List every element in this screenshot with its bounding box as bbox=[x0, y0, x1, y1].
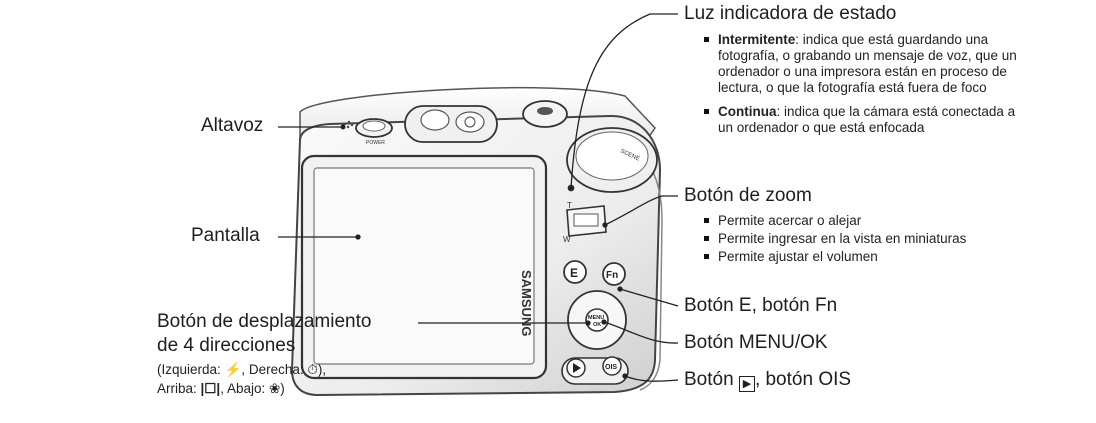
status-bullet-line: fotografía, o grabando un mensaje de voz… bbox=[718, 48, 1017, 63]
status-bullet-line: Continua: indica que la cámara está cone… bbox=[703, 104, 1016, 119]
nav-note-line2: Arriba: |☐|, Abajo: ❀) bbox=[157, 381, 285, 396]
status-bullet-line: un ordenador o que está enfocada bbox=[718, 120, 925, 135]
speaker-holes bbox=[343, 120, 354, 129]
timer-icon: ⏱ bbox=[307, 362, 318, 377]
display-icon: |☐| bbox=[200, 381, 221, 396]
ois-button bbox=[602, 356, 622, 376]
button-fn-label: Fn bbox=[606, 270, 618, 281]
label-nav-line2: de 4 direcciones bbox=[157, 335, 296, 356]
label-screen: Pantalla bbox=[191, 225, 260, 246]
button-e-label: E bbox=[570, 266, 578, 280]
ok-label: OK bbox=[593, 322, 601, 328]
zoom-w: W bbox=[563, 235, 571, 244]
label-nav-line1: Botón de desplazamiento bbox=[157, 311, 372, 332]
play-icon: ▶ bbox=[738, 376, 755, 392]
button-e bbox=[563, 260, 587, 284]
status-bullet-line: lectura, o que la fotografía está fuera … bbox=[718, 80, 987, 95]
label-e-fn-button: Botón E, botón Fn bbox=[684, 295, 838, 316]
status-bullet-term: Intermitente bbox=[718, 32, 796, 47]
status-bullet-term: Continua bbox=[718, 104, 777, 119]
status-bullet-line: Intermitente: indica que está guardando … bbox=[703, 32, 989, 47]
button-fn bbox=[602, 262, 626, 286]
brand-text: SAMSUNG bbox=[519, 270, 534, 336]
label-speaker: Altavoz bbox=[201, 115, 264, 136]
zoom-t: T bbox=[567, 201, 572, 210]
menu-ok-button bbox=[585, 308, 609, 332]
zoom-bullet: Permite ingresar en la vista en miniatur… bbox=[703, 231, 967, 246]
label-menu-ok-button: Botón MENU/OK bbox=[684, 332, 828, 353]
macro-icon: ❀ bbox=[268, 381, 281, 396]
menu-label: MENU bbox=[588, 315, 604, 321]
zoom-bullet: Permite ajustar el volumen bbox=[704, 249, 878, 264]
flash-icon: ⚡ bbox=[224, 362, 242, 377]
label-zoom-button: Botón de zoom bbox=[684, 185, 812, 206]
ois-label: OIS bbox=[605, 364, 617, 371]
label-play-ois-button: Botón ▶, botón OIS bbox=[684, 369, 852, 392]
zoom-bullet: Permite acercar o alejar bbox=[703, 213, 862, 228]
status-bullet-line: ordenador o una impresora están en proce… bbox=[718, 64, 1007, 79]
label-status-light: Luz indicadora de estado bbox=[684, 3, 897, 24]
nav-note-line1: (Izquierda: ⚡, Derecha: ⏱), bbox=[157, 362, 327, 377]
power-label: POWER bbox=[366, 140, 385, 146]
